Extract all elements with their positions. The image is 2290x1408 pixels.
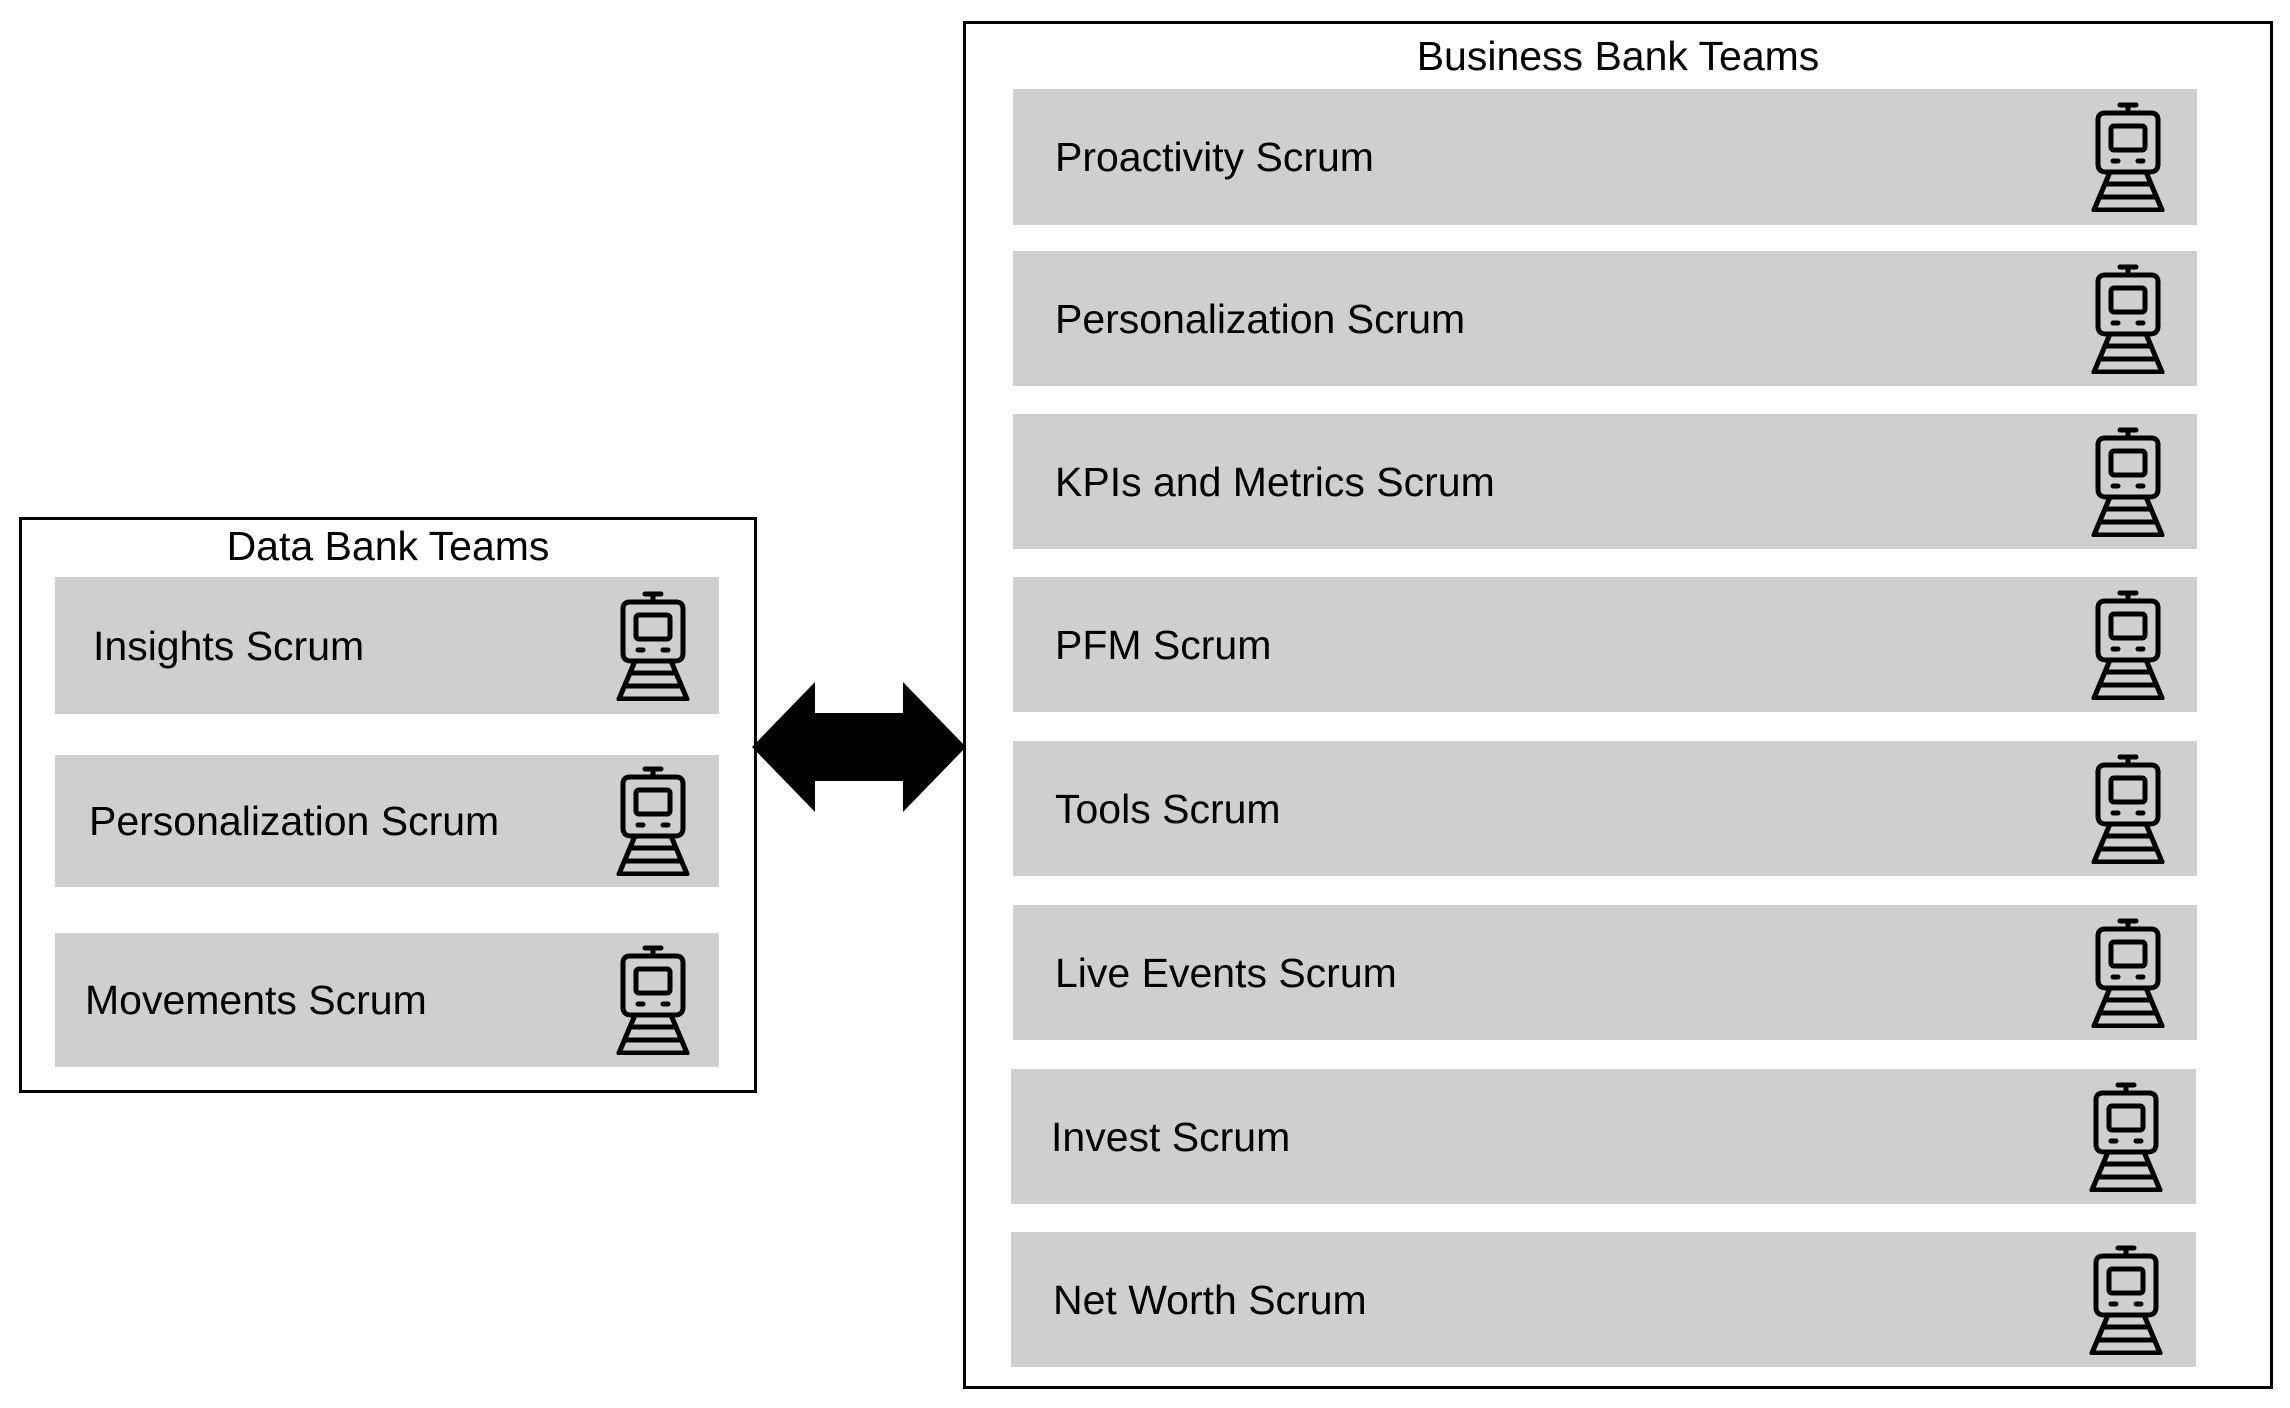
team-box-net-worth-scrum: Net Worth Scrum — [1011, 1232, 2196, 1367]
team-label: Personalization Scrum — [1055, 295, 1466, 342]
team-box-tools-scrum: Tools Scrum — [1013, 741, 2197, 876]
team-label: Personalization Scrum — [89, 798, 500, 844]
train-icon — [2090, 427, 2166, 537]
team-label: Net Worth Scrum — [1053, 1276, 1367, 1323]
train-icon — [2090, 754, 2166, 864]
team-label: Insights Scrum — [93, 622, 365, 669]
team-box-invest-scrum: Invest Scrum — [1011, 1069, 2196, 1204]
team-label: Proactivity Scrum — [1055, 134, 1374, 180]
team-label: Movements Scrum — [85, 977, 427, 1023]
team-box-kpis-and-metrics-scrum: KPIs and Metrics Scrum — [1013, 414, 2197, 549]
data-bank-teams-group: Data Bank Teams Insights Scrum Personali… — [19, 517, 757, 1093]
team-box-personalization-scrum: Personalization Scrum — [55, 755, 719, 887]
team-box-proactivity-scrum: Proactivity Scrum — [1013, 89, 2197, 225]
team-label: Tools Scrum — [1055, 785, 1281, 832]
team-box-live-events-scrum: Live Events Scrum — [1013, 905, 2197, 1040]
train-icon — [615, 945, 691, 1055]
business-bank-teams-title: Business Bank Teams — [1416, 33, 1820, 79]
business-bank-teams-group: Business Bank Teams Proactivity Scrum Pe… — [963, 21, 2273, 1389]
train-icon — [615, 591, 691, 701]
team-box-pfm-scrum: PFM Scrum — [1013, 577, 2197, 712]
train-icon — [2088, 1245, 2164, 1355]
train-icon — [2090, 102, 2166, 212]
train-icon — [2090, 590, 2166, 700]
team-label: PFM Scrum — [1055, 621, 1272, 668]
data-bank-teams-title: Data Bank Teams — [226, 523, 550, 569]
team-box-insights-scrum: Insights Scrum — [55, 577, 719, 714]
double-arrow-icon — [752, 682, 966, 812]
train-icon — [2088, 1082, 2164, 1192]
team-label: KPIs and Metrics Scrum — [1055, 458, 1495, 505]
team-label: Live Events Scrum — [1055, 949, 1397, 996]
train-icon — [615, 766, 691, 876]
team-label: Invest Scrum — [1051, 1113, 1291, 1160]
team-box-personalization-scrum: Personalization Scrum — [1013, 251, 2197, 386]
team-box-movements-scrum: Movements Scrum — [55, 933, 719, 1067]
train-icon — [2090, 918, 2166, 1028]
train-icon — [2090, 264, 2166, 374]
